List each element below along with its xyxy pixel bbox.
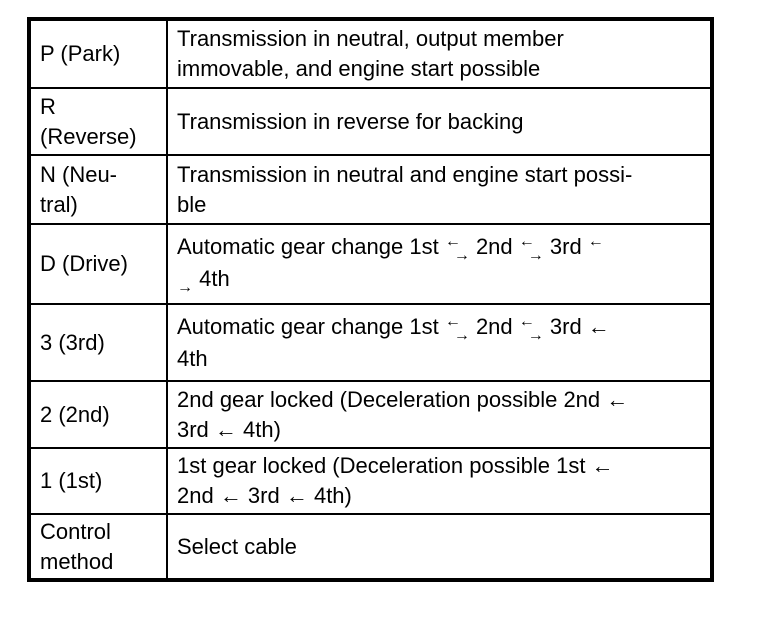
gear-table-container: P (Park) Transmission in neutral, output… — [27, 17, 714, 582]
gear-description-cell: Transmission in neutral and engine start… — [166, 154, 713, 225]
shift-updown-arrows-icon: ←→ — [518, 233, 544, 264]
gear-position-cell: Control method — [28, 513, 168, 581]
gear-description-cell: 2nd gear locked (Deceleration possible 2… — [166, 380, 713, 449]
gear-position-cell: 3 (3rd) — [28, 303, 168, 382]
arrow-right-down-icon: → — [453, 247, 470, 264]
arrow-left-up-icon: ← — [444, 312, 461, 330]
arrow-left-up-icon: ← — [518, 312, 535, 330]
gear-description-cell: 1st gear locked (Deceleration possible 1… — [166, 447, 713, 515]
arrow-right-down-icon: → — [453, 326, 470, 344]
arrow-right-down-icon: → — [527, 326, 544, 344]
gear-description-cell: Automatic gear change 1st ←→ 2nd ←→ 3rd … — [166, 223, 713, 305]
table-row: P (Park) Transmission in neutral, output… — [28, 18, 713, 89]
gear-description-cell: Transmission in neutral, output member i… — [166, 18, 713, 89]
table-row: N (Neu- tral) Transmission in neutral an… — [28, 154, 713, 225]
gear-position-cell: N (Neu- tral) — [28, 154, 168, 225]
gear-position-cell: D (Drive) — [28, 223, 168, 305]
gear-position-cell: 1 (1st) — [28, 447, 168, 515]
arrow-right-down-icon: → — [177, 279, 193, 296]
table-row: R (Reverse) Transmission in reverse for … — [28, 87, 713, 156]
arrow-left-up-icon: ← — [444, 233, 461, 250]
shift-updown-arrows-icon: ←→ — [444, 312, 470, 343]
transmission-gear-table: P (Park) Transmission in neutral, output… — [27, 17, 714, 582]
table-row: 1 (1st) 1st gear locked (Deceleration po… — [28, 447, 713, 515]
arrow-left-up-icon: ← — [587, 233, 604, 250]
table-row: D (Drive) Automatic gear change 1st ←→ 2… — [28, 223, 713, 305]
gear-position-cell: 2 (2nd) — [28, 380, 168, 449]
arrow-right-down-icon: → — [527, 247, 544, 264]
gear-description-cell: Select cable — [166, 513, 713, 581]
gear-description-cell: Transmission in reverse for backing — [166, 87, 713, 156]
table-row: 2 (2nd) 2nd gear locked (Deceleration po… — [28, 380, 713, 449]
table-row: 3 (3rd) Automatic gear change 1st ←→ 2nd… — [28, 303, 713, 382]
gear-position-cell: R (Reverse) — [28, 87, 168, 156]
shift-updown-arrows-icon: ←→ — [518, 312, 544, 343]
gear-description-cell: Automatic gear change 1st ←→ 2nd ←→ 3rd … — [166, 303, 713, 382]
shift-updown-arrows-icon: ←→ — [444, 233, 470, 264]
table-row: Control method Select cable — [28, 513, 713, 581]
arrow-left-up-icon: ← — [518, 233, 535, 250]
gear-position-cell: P (Park) — [28, 18, 168, 89]
